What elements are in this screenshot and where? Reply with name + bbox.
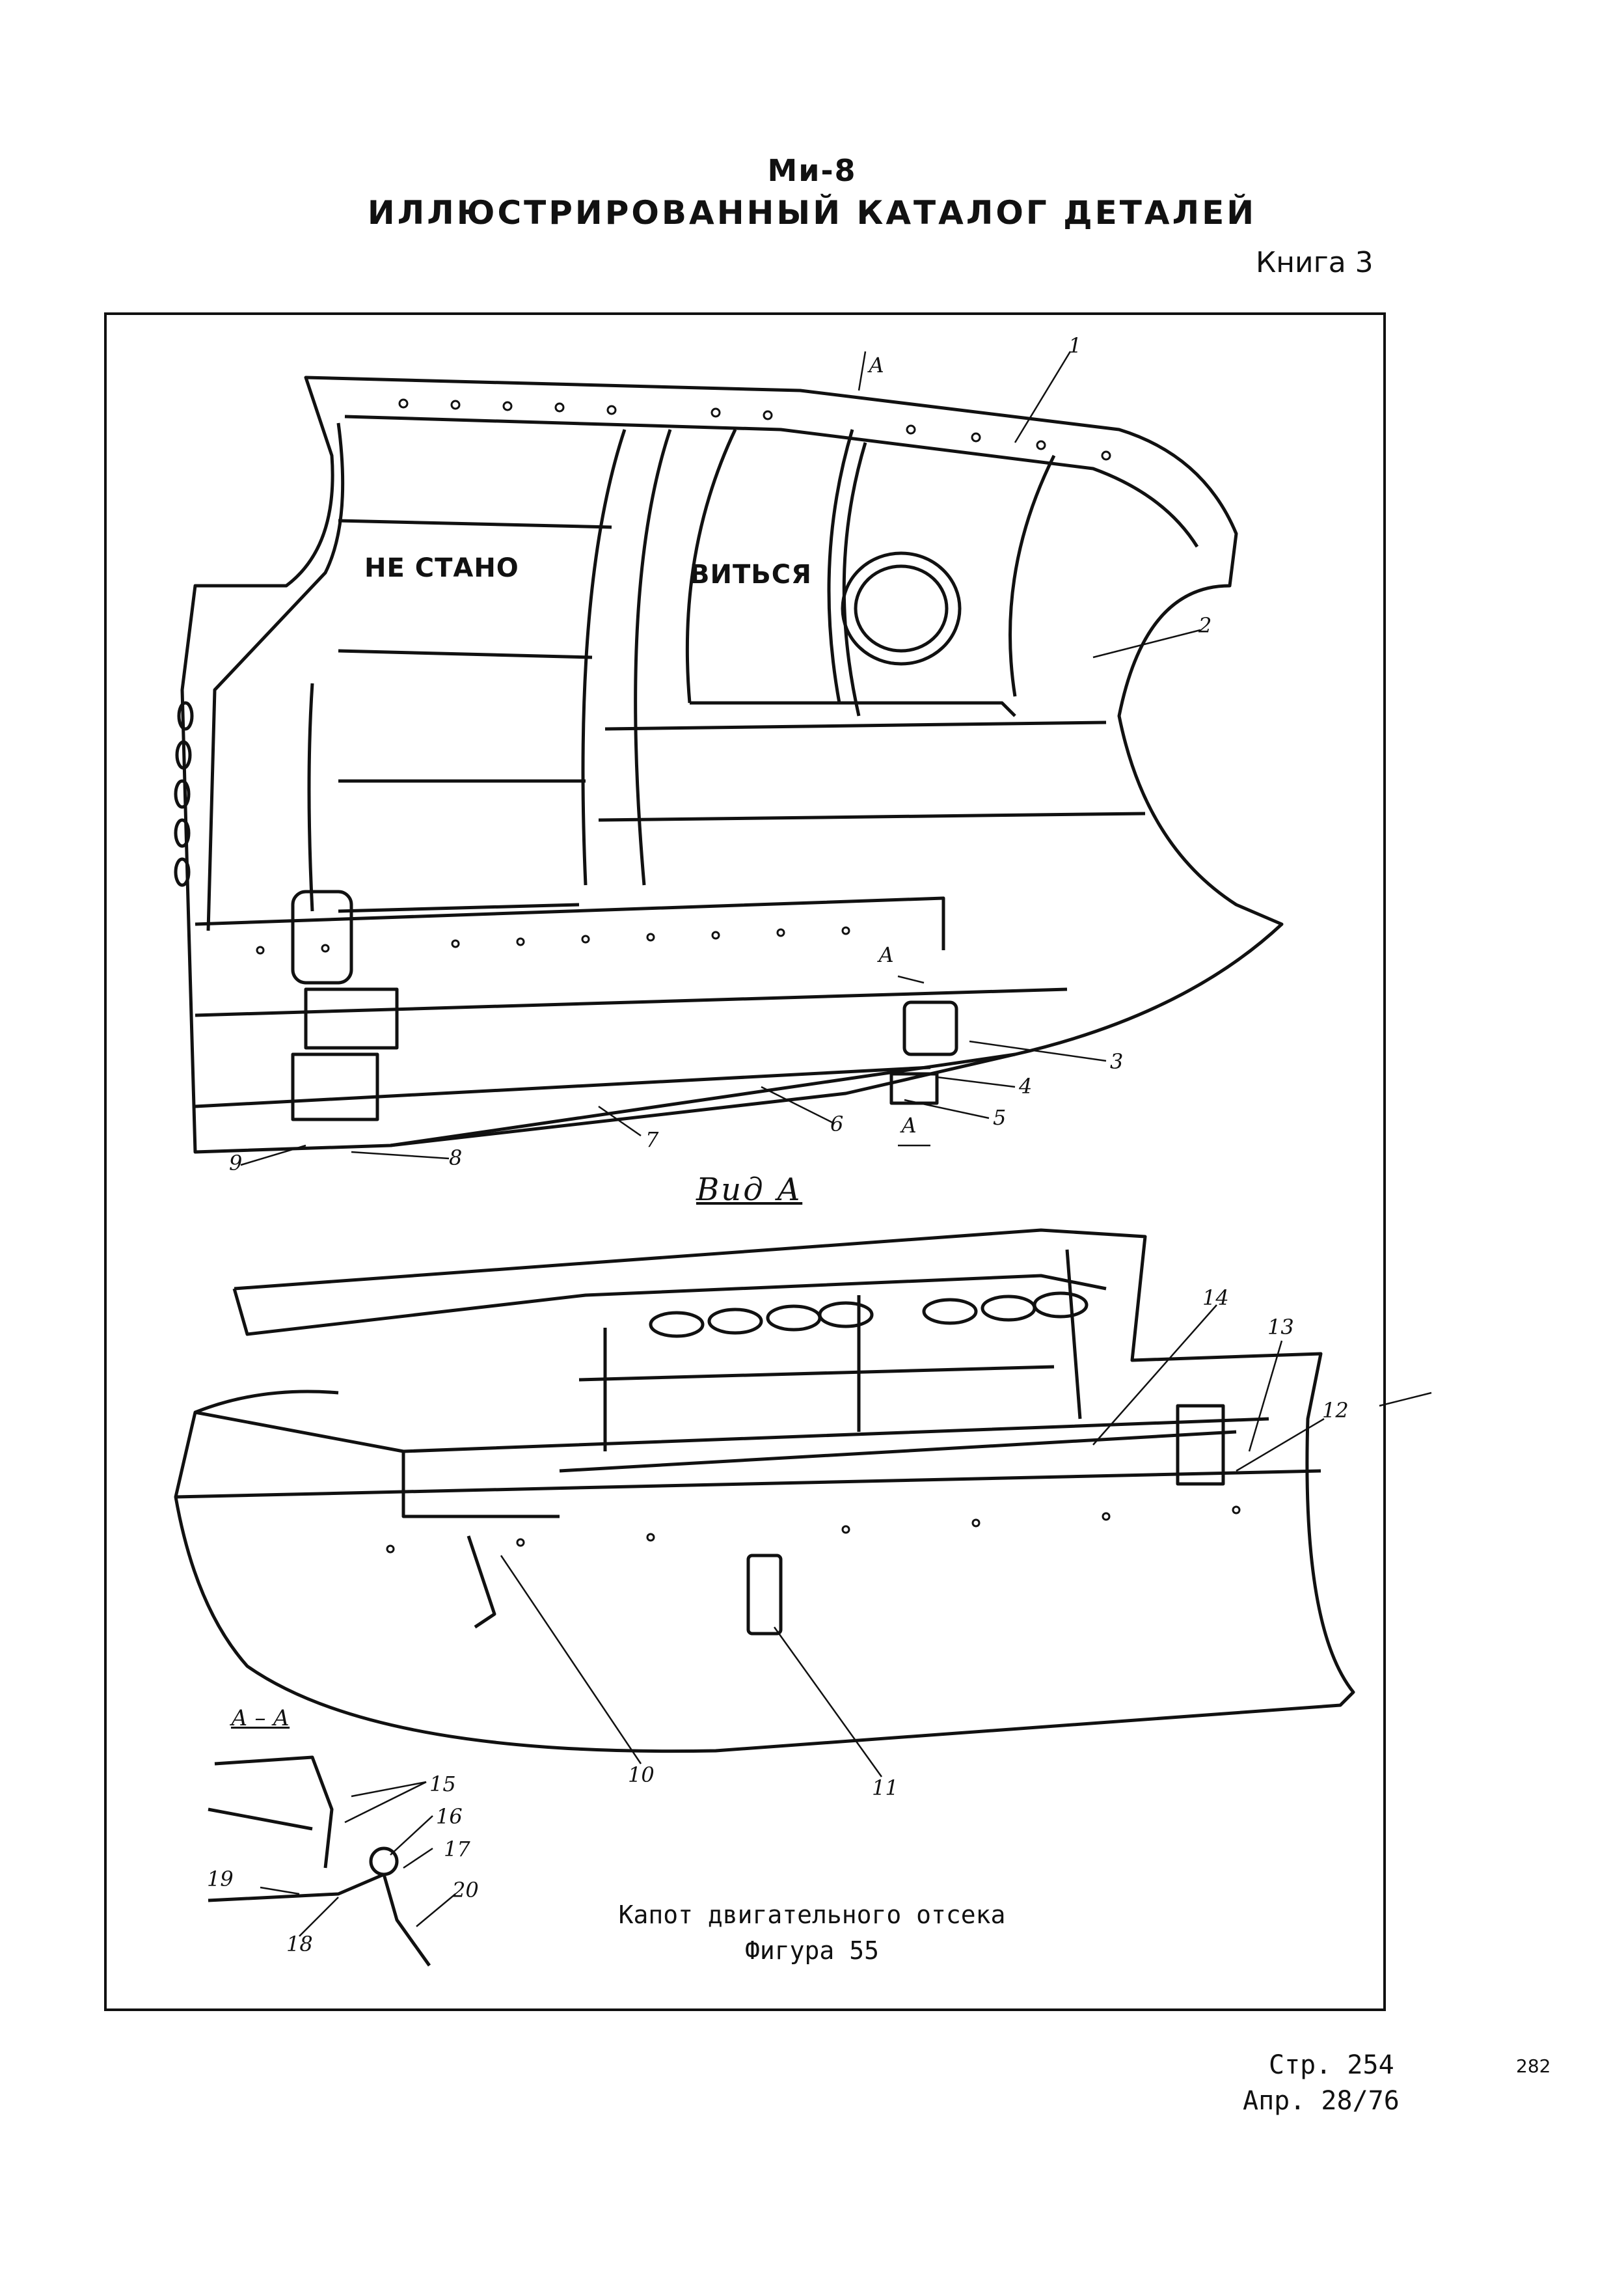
callout-6: 6 (830, 1112, 843, 1136)
aircraft-model: Ми-8 (767, 153, 857, 188)
sheet-number: 282 (1516, 2055, 1551, 2077)
callout-2: 2 (1198, 613, 1211, 638)
callout-12: 12 (1322, 1398, 1349, 1423)
view-a-label: Вид А (696, 1172, 803, 1208)
arrow-label-low: А (900, 1113, 917, 1138)
callout-11: 11 (872, 1775, 899, 1800)
catalog-title: ИЛЛЮСТРИРОВАННЫЙ КАТАЛОГ ДЕТАЛЕЙ (367, 194, 1257, 232)
callout-8: 8 (449, 1145, 462, 1170)
stencil-text-left: НЕ СТАНО (364, 553, 519, 583)
arrow-label-top: А (867, 353, 884, 377)
callout-3: 3 (1110, 1049, 1123, 1074)
callout-4: 4 (1018, 1074, 1032, 1099)
callout-18: 18 (286, 1932, 313, 1956)
revision-date: Апр. 28/76 (1243, 2086, 1400, 2116)
figure-caption: Капот двигательного отсека (618, 1900, 1006, 1929)
callout-19: 19 (207, 1867, 234, 1891)
arrow-label-mid: А (877, 942, 894, 967)
callout-5: 5 (993, 1105, 1006, 1130)
callout-20: 20 (452, 1878, 479, 1902)
callout-16: 16 (436, 1804, 463, 1829)
callout-14: 14 (1202, 1285, 1229, 1310)
callout-15: 15 (429, 1772, 456, 1796)
callout-10: 10 (628, 1762, 655, 1787)
figure-frame (104, 312, 1386, 2011)
callout-9: 9 (229, 1151, 242, 1175)
figure-number: Фигура 55 (745, 1936, 879, 1965)
callout-13: 13 (1267, 1315, 1294, 1339)
book-number: Книга 3 (1256, 246, 1374, 279)
stencil-text-right: ВИТЬСЯ (690, 560, 812, 590)
callout-17: 17 (444, 1837, 470, 1861)
callout-1: 1 (1068, 333, 1081, 358)
section-aa-label: А – А (231, 1705, 290, 1731)
page-number: Стр. 254 (1269, 2050, 1394, 2080)
callout-7: 7 (645, 1127, 659, 1152)
